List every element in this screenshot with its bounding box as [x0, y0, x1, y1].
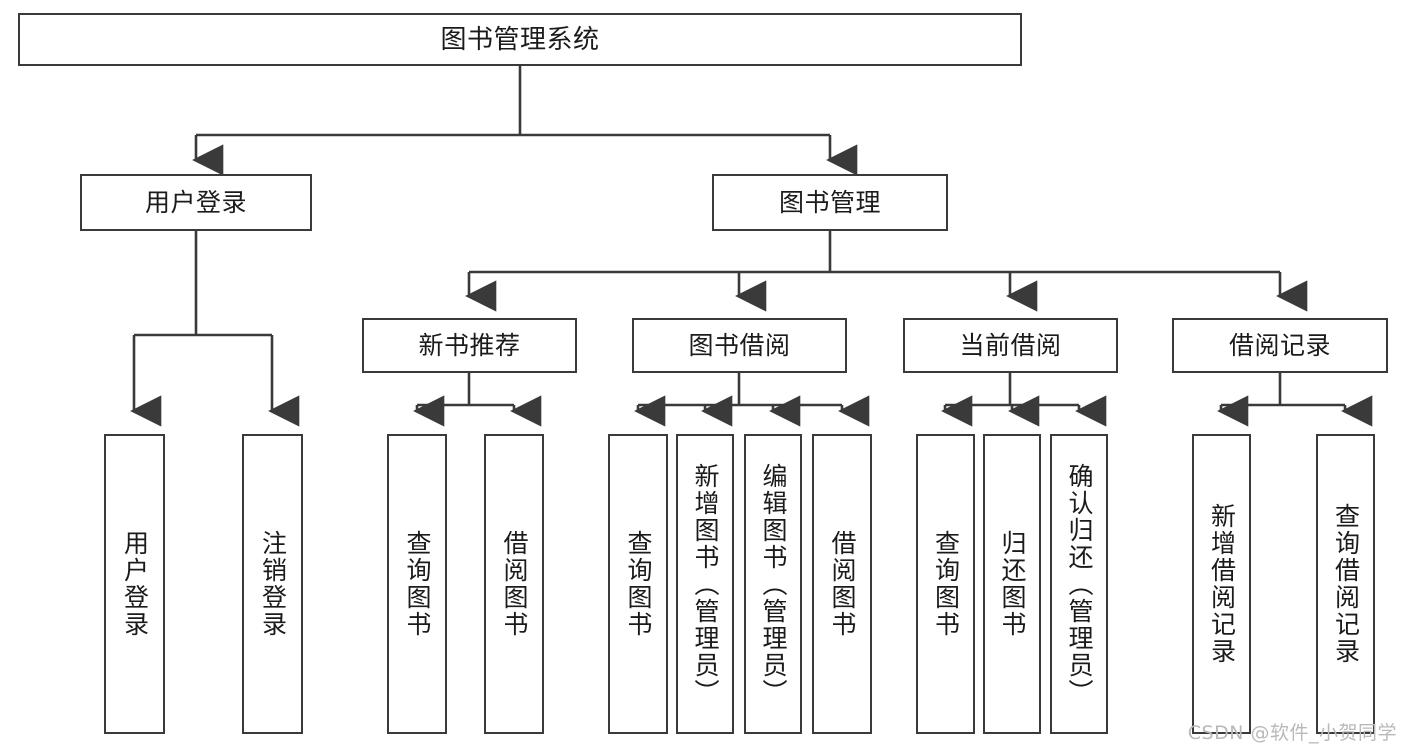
node-user-login[interactable]: 用户登录 — [80, 174, 312, 231]
leaf-query-borrow-record[interactable]: 查询借阅记录 — [1316, 434, 1375, 734]
node-label: 新增借阅记录 — [1207, 503, 1237, 665]
node-new-book-recommendation[interactable]: 新书推荐 — [362, 318, 577, 373]
watermark-text: CSDN @软件_小贺同学 — [1187, 722, 1397, 744]
node-label: 注销登录 — [258, 530, 288, 638]
leaf-query-book-borrow[interactable]: 查询图书 — [608, 434, 668, 734]
node-label: 新书推荐 — [418, 331, 521, 360]
node-label: 新增图书（管理员） — [691, 462, 720, 706]
node-label: 查询图书 — [403, 530, 432, 638]
node-label: 图书借阅 — [688, 331, 791, 360]
leaf-add-borrow-record[interactable]: 新增借阅记录 — [1192, 434, 1251, 734]
node-label: 用户登录 — [144, 188, 247, 217]
node-label: 借阅记录 — [1228, 331, 1331, 360]
node-book-management[interactable]: 图书管理 — [712, 174, 948, 231]
leaf-borrow-book[interactable]: 借阅图书 — [812, 434, 872, 734]
node-label: 确认归还（管理员） — [1065, 462, 1094, 706]
node-label: 查询图书 — [931, 530, 961, 638]
node-label: 用户登录 — [120, 530, 150, 638]
node-label: 当前借阅 — [959, 331, 1062, 360]
leaf-return-book[interactable]: 归还图书 — [983, 434, 1041, 734]
leaf-user-login[interactable]: 用户登录 — [104, 434, 165, 734]
node-root-book-management-system[interactable]: 图书管理系统 — [18, 13, 1022, 66]
node-label: 查询图书 — [624, 530, 653, 638]
leaf-query-book-current[interactable]: 查询图书 — [916, 434, 975, 734]
leaf-add-book-admin[interactable]: 新增图书（管理员） — [676, 434, 734, 734]
node-current-borrow[interactable]: 当前借阅 — [903, 318, 1118, 373]
node-label: 借阅图书 — [500, 530, 529, 638]
leaf-borrow-book-newbook[interactable]: 借阅图书 — [484, 434, 544, 734]
node-label: 图书管理系统 — [440, 24, 600, 55]
leaf-query-book-newbook[interactable]: 查询图书 — [387, 434, 447, 734]
leaf-edit-book-admin[interactable]: 编辑图书（管理员） — [744, 434, 802, 734]
leaf-logout[interactable]: 注销登录 — [242, 434, 303, 734]
leaf-confirm-return-admin[interactable]: 确认归还（管理员） — [1050, 434, 1108, 734]
node-label: 查询借阅记录 — [1331, 503, 1361, 665]
node-label: 归还图书 — [998, 530, 1027, 638]
node-book-borrow[interactable]: 图书借阅 — [632, 318, 847, 373]
node-borrow-record[interactable]: 借阅记录 — [1172, 318, 1388, 373]
node-label: 编辑图书（管理员） — [759, 462, 788, 706]
node-label: 图书管理 — [778, 188, 881, 217]
node-label: 借阅图书 — [828, 530, 857, 638]
